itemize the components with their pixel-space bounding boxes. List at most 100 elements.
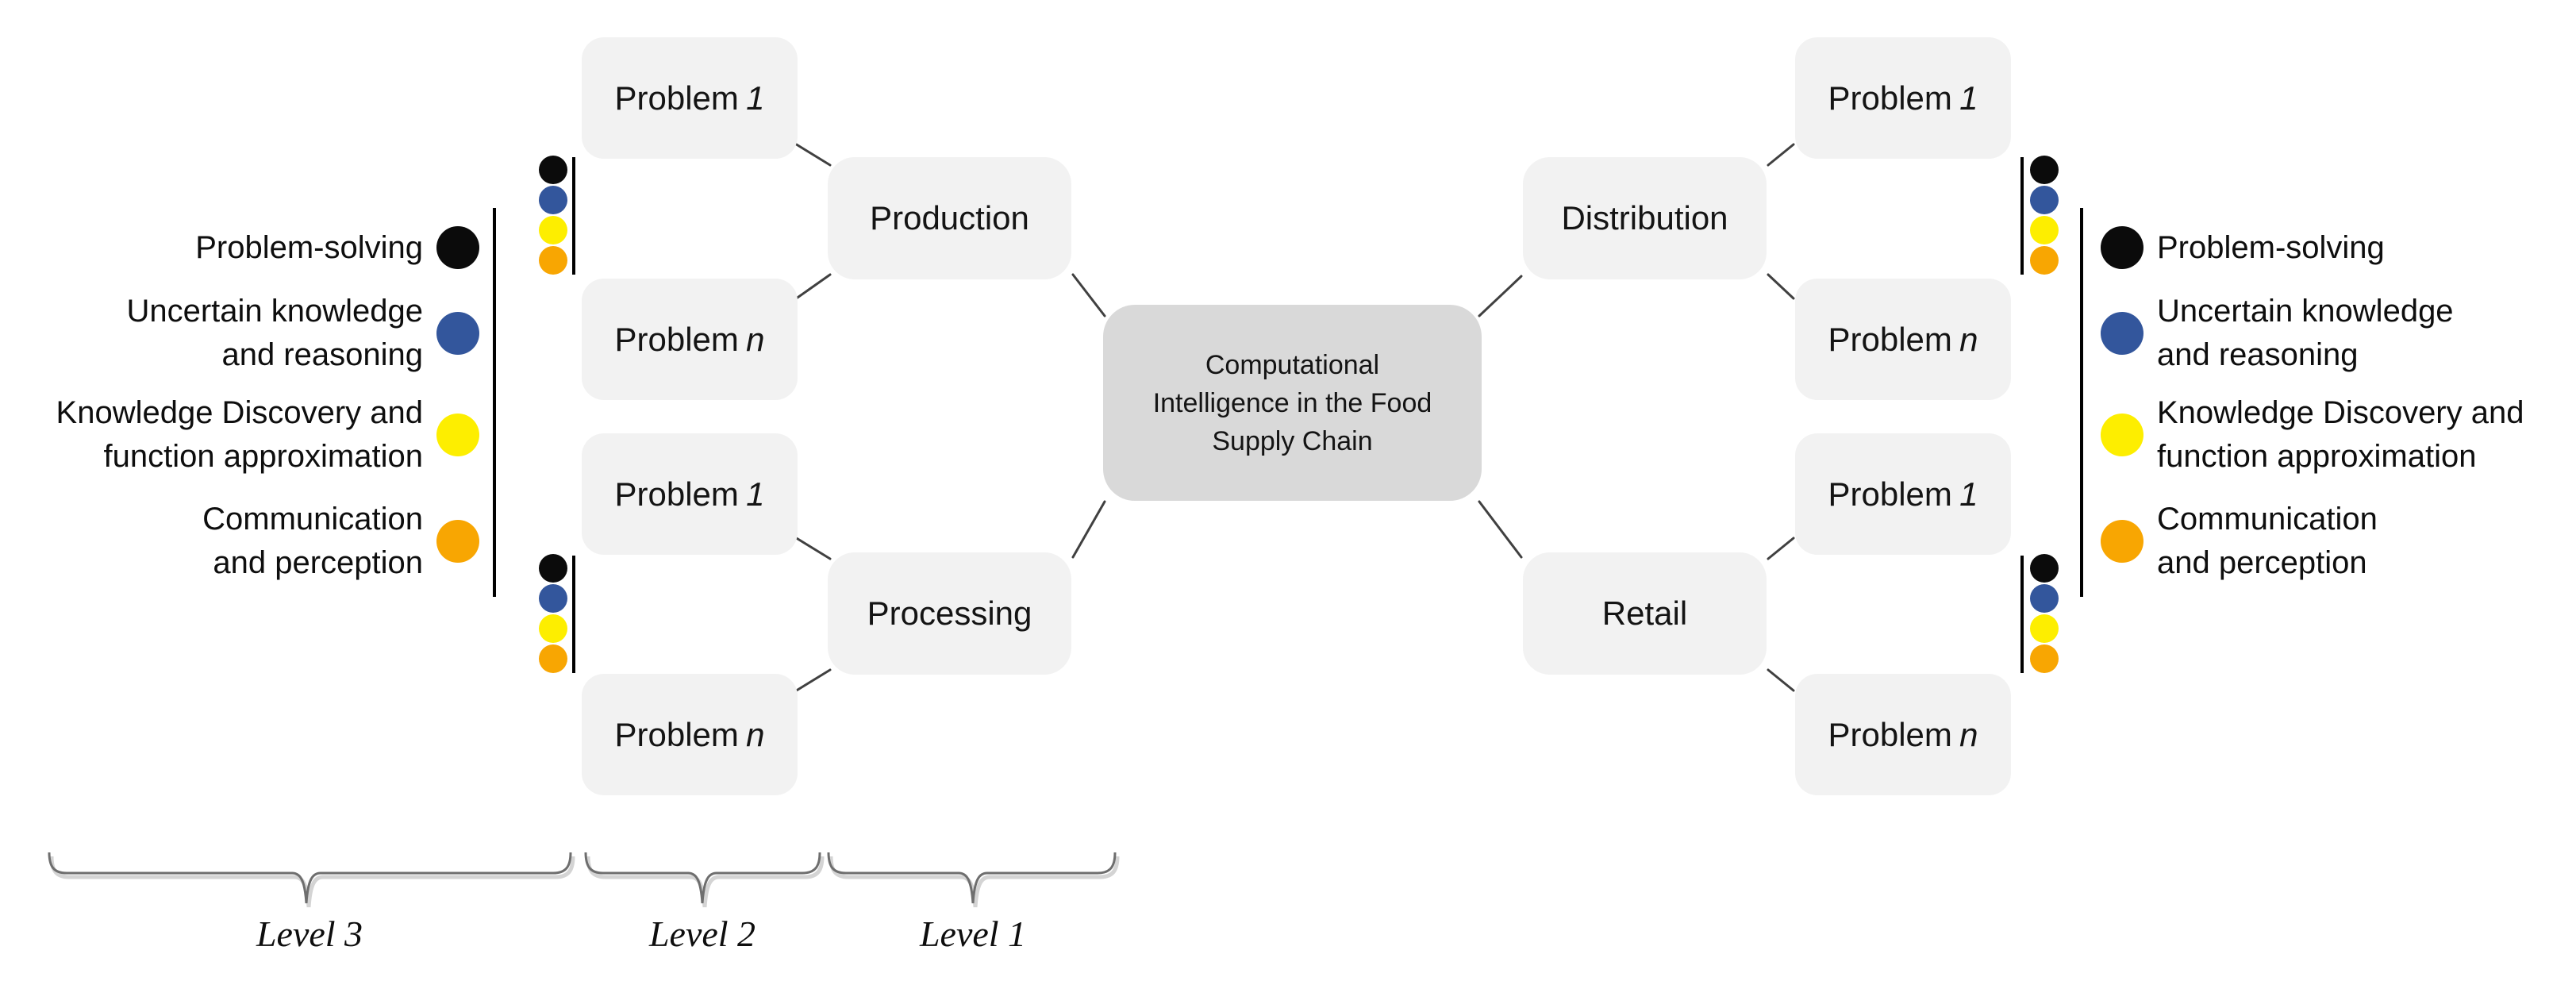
brace-shadow-level2 bbox=[586, 856, 825, 908]
uncertain-knowledge-dot bbox=[2030, 584, 2059, 613]
problem-solving-dot bbox=[2030, 156, 2059, 184]
communication-dot bbox=[539, 246, 567, 275]
brace-shadow-level3 bbox=[49, 856, 575, 908]
legend-item-knowledge-discovery: Knowledge Discovery and function approxi… bbox=[56, 390, 479, 479]
brace-shadow-group bbox=[49, 856, 1120, 908]
knowledge-discovery-dot bbox=[2101, 414, 2143, 456]
problem-solving-dot bbox=[539, 156, 567, 184]
brace-level3 bbox=[48, 852, 572, 904]
dot-cluster-left-bottom bbox=[539, 554, 567, 673]
knowledge-discovery-dot bbox=[539, 216, 567, 244]
knowledge-discovery-dot bbox=[2030, 614, 2059, 643]
uncertain-knowledge-dot bbox=[436, 312, 479, 355]
communication-dot bbox=[2030, 246, 2059, 275]
problem-label: Problem bbox=[614, 79, 739, 117]
connector-distribution-problemn bbox=[1767, 273, 1795, 300]
uncertain-knowledge-dot bbox=[539, 584, 567, 613]
connector-problemn-production bbox=[794, 273, 832, 301]
problem-label: Problem bbox=[614, 475, 739, 513]
stage-label-retail: Retail bbox=[1601, 594, 1688, 632]
level-3-label: Level 3 bbox=[256, 914, 363, 954]
connector-center-distribution bbox=[1478, 275, 1523, 317]
problem-variant: n bbox=[1959, 320, 1978, 358]
legend-item-problem-solving: Problem-solving bbox=[2101, 225, 2385, 270]
problem-variant: 1 bbox=[746, 475, 765, 513]
communication-dot bbox=[2101, 520, 2143, 563]
problem-variant: 1 bbox=[746, 79, 765, 117]
problem-variant: 1 bbox=[1959, 475, 1978, 513]
connector-production-center bbox=[1071, 273, 1106, 317]
problem-label: Problem bbox=[1828, 320, 1952, 358]
problem-variant: n bbox=[1959, 715, 1978, 753]
cluster-line-group bbox=[572, 157, 2024, 673]
knowledge-discovery-dot bbox=[2030, 216, 2059, 244]
connector-processing-center bbox=[1071, 500, 1106, 559]
uncertain-knowledge-dot bbox=[2030, 186, 2059, 214]
connector-problem1-processing bbox=[794, 536, 832, 560]
stage-node-processing: Processing bbox=[828, 552, 1071, 675]
brace-level1 bbox=[827, 852, 1117, 904]
brace-level2 bbox=[584, 852, 821, 904]
problem-label: Problem bbox=[614, 715, 739, 753]
dot-cluster-right-bottom bbox=[2030, 554, 2059, 673]
connector-retail-problem1 bbox=[1767, 537, 1795, 560]
connector-distribution-problem1 bbox=[1767, 143, 1795, 167]
stage-label-distribution: Distribution bbox=[1561, 199, 1728, 237]
problem-variant: n bbox=[746, 715, 765, 753]
problem-label: Problem bbox=[1828, 715, 1952, 753]
legend-item-knowledge-discovery: Knowledge Discovery and function approxi… bbox=[2101, 390, 2524, 479]
connector-problem1-production bbox=[794, 142, 832, 167]
communication-dot bbox=[539, 644, 567, 673]
legend-item-communication: Communication and perception bbox=[202, 497, 479, 586]
legend-item-uncertain-knowledge: Uncertain knowledge and reasoning bbox=[2101, 289, 2454, 378]
uncertain-knowledge-dot bbox=[539, 186, 567, 214]
problem-solving-dot bbox=[436, 226, 479, 269]
legend-label: Uncertain knowledge and reasoning bbox=[126, 294, 423, 372]
legend-label: Communication and perception bbox=[2157, 502, 2378, 580]
brace-group bbox=[48, 852, 1117, 904]
connector-problemn-processing bbox=[794, 668, 832, 693]
level-1-label: Level 1 bbox=[919, 914, 1027, 954]
stage-label-processing: Processing bbox=[867, 594, 1032, 632]
problem-solving-dot bbox=[2101, 226, 2143, 269]
legend-item-communication: Communication and perception bbox=[2101, 497, 2378, 586]
dot-cluster-left-top bbox=[539, 156, 567, 275]
connector-group bbox=[794, 142, 1795, 693]
uncertain-knowledge-dot bbox=[2101, 312, 2143, 355]
level-2-label: Level 2 bbox=[648, 914, 756, 954]
problem-label: Problem bbox=[1828, 79, 1952, 117]
problem-variant: n bbox=[746, 320, 765, 358]
legend-label: Problem-solving bbox=[195, 229, 423, 265]
legend-item-uncertain-knowledge: Uncertain knowledge and reasoning bbox=[126, 289, 479, 378]
legend-label: Problem-solving bbox=[2157, 229, 2385, 265]
stage-label-production: Production bbox=[870, 199, 1029, 237]
brace-shadow-level1 bbox=[829, 856, 1120, 908]
center-node: Computational Intelligence in the Food S… bbox=[1103, 305, 1482, 501]
problem-solving-dot bbox=[539, 554, 567, 583]
legend-label: Communication and perception bbox=[202, 502, 423, 580]
connector-retail-problemn bbox=[1767, 668, 1795, 692]
problem-label: Problem bbox=[1828, 475, 1952, 513]
connector-center-retail bbox=[1478, 500, 1523, 559]
stage-node-production: Production bbox=[828, 157, 1071, 279]
legend-label: Knowledge Discovery and function approxi… bbox=[2157, 395, 2524, 474]
knowledge-discovery-dot bbox=[436, 414, 479, 456]
legend-item-problem-solving: Problem-solving bbox=[195, 225, 479, 270]
knowledge-discovery-dot bbox=[539, 614, 567, 643]
communication-dot bbox=[2030, 644, 2059, 673]
legend-line-group bbox=[493, 208, 2083, 597]
stage-node-distribution: Distribution bbox=[1523, 157, 1767, 279]
legend-label: Knowledge Discovery and function approxi… bbox=[56, 395, 423, 474]
dot-cluster-right-top bbox=[2030, 156, 2059, 275]
legend-label: Uncertain knowledge and reasoning bbox=[2157, 294, 2454, 372]
